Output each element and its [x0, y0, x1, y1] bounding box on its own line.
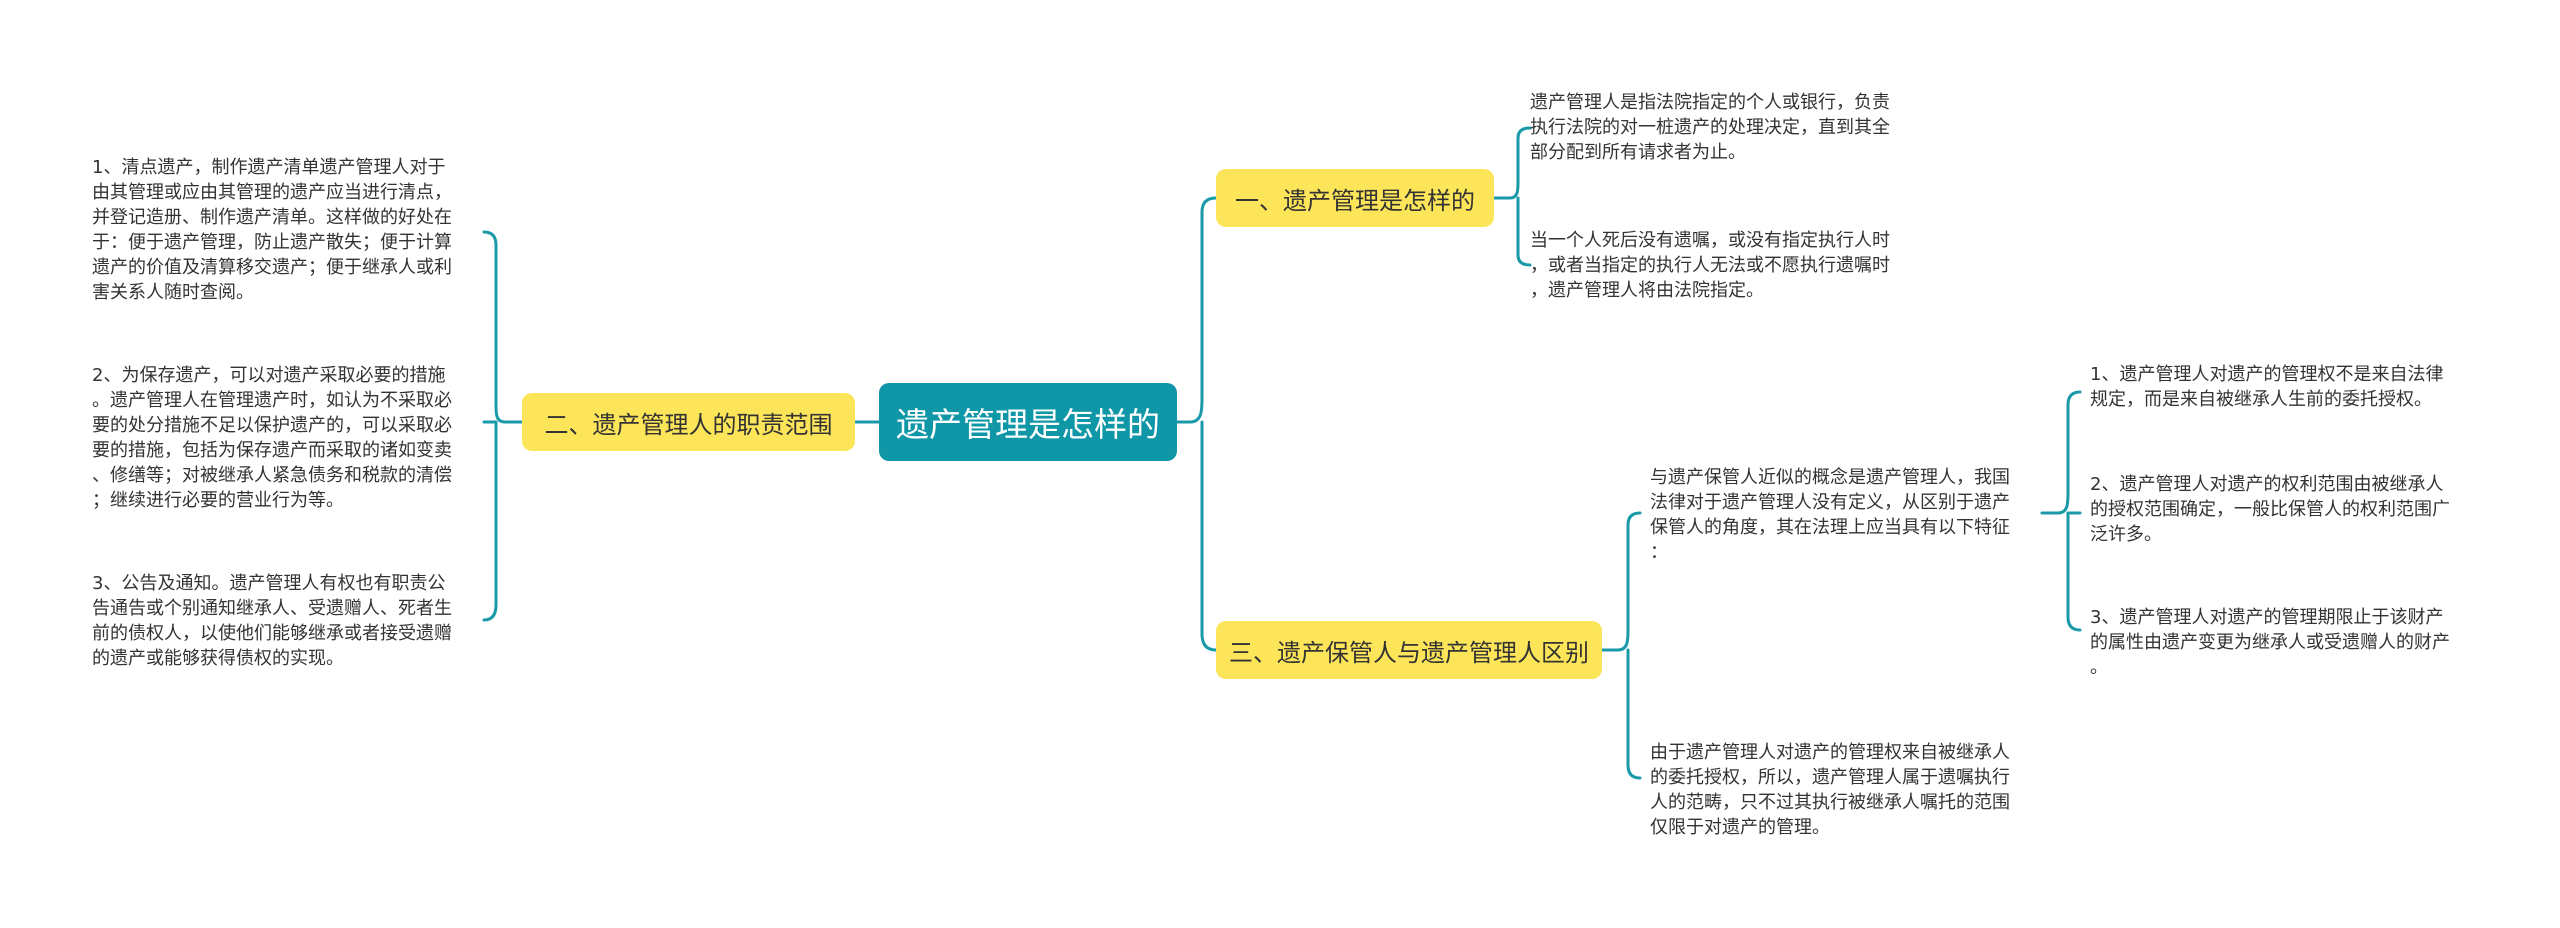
leaf-preservation-measures: 2、为保存遗产，可以对遗产采取必要的措施 。遗产管理人在管理遗产时，如认为不采取…: [92, 365, 452, 511]
branch-administrator-duties[interactable]: 二、遗产管理人的职责范围: [522, 393, 855, 451]
root-topic[interactable]: 遗产管理是怎样的: [879, 383, 1177, 461]
link-sub1: [2040, 390, 2082, 515]
link-b1-leaf2: [1516, 196, 1532, 267]
leaf-appointment-conditions: 当一个人死后没有遗嘱，或没有指定执行人时 ，或者当指定的执行人无法或不愿执行遗嘱…: [1530, 230, 1890, 301]
leaf-feature-1: 1、遗产管理人对遗产的管理权不是来自法律 规定，而是来自被继承人生前的委托授权。: [2090, 364, 2444, 410]
link-b2-leaf1: [482, 230, 524, 424]
link-b3-leaf1: [1600, 511, 1642, 652]
leaf-will-executor-scope: 由于遗产管理人对遗产的管理权来自被继承人 的委托授权，所以，遗产管理人属于遗嘱执…: [1650, 742, 2010, 838]
branch-custodian-vs-administrator[interactable]: 三、遗产保管人与遗产管理人区别: [1216, 621, 1602, 679]
link-b3-leaf2: [1626, 648, 1642, 780]
link-root-b3: [1200, 420, 1218, 652]
link-b2-leaf3: [482, 420, 498, 622]
leaf-feature-2: 2、遗产管理人对遗产的权利范围由被继承人 的授权范围确定，一般比保管人的权利范围…: [2090, 474, 2450, 545]
link-root-b1: [1175, 196, 1218, 424]
leaf-notice: 3、公告及通知。遗产管理人有权也有职责公 告通告或个别通知继承人、受遗赠人、死者…: [92, 573, 452, 669]
link-sub3: [2066, 511, 2082, 632]
leaf-definition: 遗产管理人是指法院指定的个人或银行，负责 执行法院的对一桩遗产的处理决定，直到其…: [1530, 92, 1890, 163]
leaf-similar-concept: 与遗产保管人近似的概念是遗产管理人，我国 法律对于遗产管理人没有定义，从区别于遗…: [1650, 467, 2010, 563]
branch-how-estate-management-works[interactable]: 一、遗产管理是怎样的: [1216, 169, 1494, 227]
leaf-inventory: 1、清点遗产，制作遗产清单遗产管理人对于 由其管理或应由其管理的遗产应当进行清点…: [92, 157, 452, 303]
link-b1-leaf1: [1492, 126, 1532, 200]
leaf-feature-3: 3、遗产管理人对遗产的管理期限止于该财产 的属性由遗产变更为继承人或受遗赠人的财…: [2090, 607, 2450, 678]
